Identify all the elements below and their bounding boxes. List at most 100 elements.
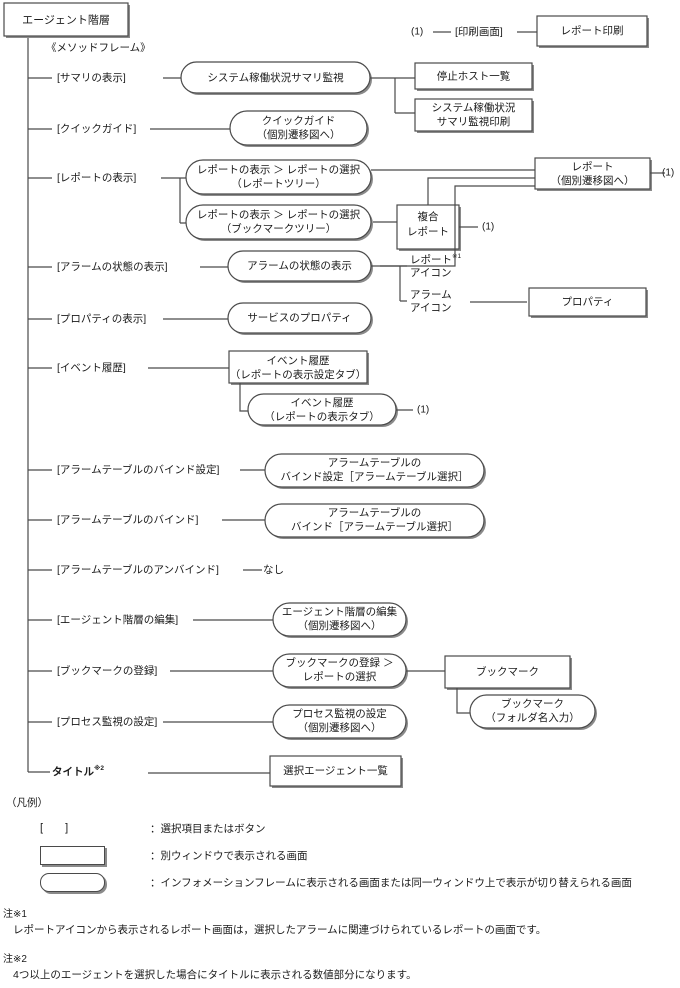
note-heading-2: 注※2 [3,954,27,965]
node-stopped-host-list[interactable]: 停止ホスト一覧 [414,62,534,91]
node-event-history-settings-tab[interactable]: イベント履歴 （レポートの表示設定タブ） [228,350,369,385]
legend-bracket-open: [ [40,822,66,834]
node-summary-monitor-print[interactable]: システム稼働状況 サマリ監視印刷 [414,98,534,133]
connector-event-history-down [239,383,248,412]
node-process-monitor-line2: （個別遷移図へ） [298,721,382,734]
menu-item-register-bookmark[interactable]: [ブックマークの登録] [57,664,157,677]
menu-item-process-monitor-setting[interactable]: [プロセス監視の設定] [57,715,157,728]
node-service-property-label: サービスのプロパティ [247,312,351,324]
node-bookmark-register-line2: レポートの選択 [303,670,377,683]
notes-section: 注※1 レポートアイコンから表示されるレポート画面は，選択したアラームに関連づけ… [0,905,680,988]
node-bind-setting-line1: アラームテーブルの [328,456,422,469]
menu-item-report-display[interactable]: [レポートの表示] [57,171,136,184]
node-bookmark-register-line1: ブックマークの登録 ＞ [286,656,394,669]
node-process-monitor-setting[interactable]: プロセス監視の設定 （個別遷移図へ） [272,704,408,740]
label-unbind-none: なし [263,564,284,576]
node-report-line1: レポート [572,161,614,173]
label-alarm-icon-line1[interactable]: アラーム [410,289,452,301]
node-service-property[interactable]: サービスのプロパティ [227,302,373,335]
node-edit-hierarchy-line2: （個別遷移図へ） [298,619,382,632]
node-event-history-line2: （レポートの表示設定タブ） [230,368,367,381]
node-bookmark-tree-line2: （ブックマークツリー） [221,222,337,235]
node-root[interactable]: エージェント階層 [3,2,130,38]
legend-symbol-round-wrap [0,872,150,892]
node-report-tree[interactable]: レポートの表示 ＞ レポートの選択 （レポートツリー） [185,159,373,196]
node-quick-guide-line1: クイックガイド [262,115,336,127]
node-bookmark-register[interactable]: ブックマークの登録 ＞ レポートの選択 [272,653,408,689]
menu-item-alarm-table-bind-setting[interactable]: [アラームテーブルのバインド設定] [57,463,219,476]
legend-text-rect: ：別ウィンドウで表示される画面 [150,849,308,862]
menu-item-alarm-state-display[interactable]: [アラームの状態の表示] [57,260,168,273]
node-report-tree-line1: レポートの表示 ＞ レポートの選択 [197,163,361,176]
node-summary-monitor-print-line2: サマリ監視印刷 [437,115,511,128]
node-quick-guide[interactable]: クイックガイド （個別遷移図へ） [229,110,369,147]
label-title-node[interactable]: タイトル※2 [52,763,104,778]
legend-heading: （凡例） [6,797,48,809]
menu-item-quick-guide[interactable]: [クイックガイド] [57,123,136,135]
node-alarm-table-bind-setting[interactable]: アラームテーブルの バインド設定［アラームテーブル選択］ [264,453,486,489]
menu-item-property-display[interactable]: [プロパティの表示] [57,312,146,325]
node-bookmark-folder-line1: ブックマーク [501,697,564,710]
connector-report-icon-to-report [380,185,535,267]
legend-row-rect: ：別ウィンドウで表示される画面 [0,845,680,865]
menu-item-summary-display[interactable]: [サマリの表示] [57,71,126,84]
node-property[interactable]: プロパティ [528,287,648,318]
node-quick-guide-line2: （個別遷移図へ） [257,128,341,141]
legend-section: （凡例） [] ：選択項目またはボタン ：別ウィンドウで表示される画面 ：インフ… [0,795,680,900]
node-bookmark-tree-line1: レポートの表示 ＞ レポートの選択 [197,208,361,221]
legend-row-bracket: [] ：選択項目またはボタン [0,819,680,837]
menu-item-edit-agent-hierarchy[interactable]: [エージェント階層の編集] [57,613,178,626]
label-print-screen[interactable]: [印刷画面] [455,25,503,38]
legend-text-round: ：インフォメーションフレームに表示される画面または同一ウィンドウ上で表示が切り替… [150,876,632,889]
note-body-2: 4つ以上のエージェントを選択した場合にタイトルに表示される数値部分になります。 [13,969,417,981]
node-stopped-host-list-label: 停止ホスト一覧 [437,69,511,82]
method-frame-label: 《メソッドフレーム》 [46,42,151,54]
node-bookmark-folder-line2: （フォルダ名入力） [485,711,580,724]
label-alarm-icon-line2: アイコン [410,302,451,314]
menu-item-event-history[interactable]: [イベント履歴] [57,362,126,374]
node-edit-hierarchy-line1: エージェント階層の編集 [282,605,398,618]
ref-report: (1) [662,168,674,179]
node-selected-agent-list[interactable]: 選択エージェント一覧 [269,755,403,788]
note-body-1: レポートアイコンから表示されるレポート画面は，選択したアラームに関連づけられてい… [13,924,547,936]
node-compound-report-line2: レポート [407,226,449,238]
node-alarm-table-bind[interactable]: アラームテーブルの バインド［アラームテーブル選択］ [264,503,486,539]
node-selected-agent-list-label: 選択エージェント一覧 [283,764,388,777]
label-report-icon-line2: アイコン [410,267,451,279]
note-heading-1: 注※1 [3,909,27,920]
node-event-history-line1: イベント履歴 [267,355,330,367]
label-report-icon-line1[interactable]: レポート※1 [410,253,461,266]
menu-item-alarm-table-unbind[interactable]: [アラームテーブルのアンバインド] [57,563,219,576]
ref-event-history: (1) [417,405,429,416]
node-event-history-tab-line2: （レポートの表示タブ） [264,410,380,423]
node-bookmark[interactable]: ブックマーク [444,655,572,690]
connector-report-split [161,177,186,224]
node-bookmark-label: ブックマーク [476,665,539,678]
node-compound-report[interactable]: 複合 レポート [396,204,461,251]
node-compound-report-line1: 複合 [418,210,439,223]
node-root-label: エージェント階層 [22,12,110,26]
node-alarm-state-label: アラームの状態の表示 [247,259,352,272]
node-report-tree-line2: （レポートツリー） [231,178,326,190]
node-summary-monitor[interactable]: システム稼働状況サマリ監視 [180,61,372,95]
node-report-line2: （個別遷移図へ） [551,174,635,187]
node-event-history-report-tab[interactable]: イベント履歴 （レポートの表示タブ） [247,393,398,427]
connector-alarm-icon-split [371,265,407,302]
node-report[interactable]: レポート （個別遷移図へ） [534,157,652,191]
menu-item-alarm-table-bind[interactable]: [アラームテーブルのバインド] [57,513,198,526]
node-bookmark-folder[interactable]: ブックマーク （フォルダ名入力） [469,694,597,730]
node-edit-agent-hierarchy[interactable]: エージェント階層の編集 （個別遷移図へ） [272,602,408,638]
node-report-print[interactable]: レポート印刷 [536,15,649,48]
legend-symbol-rect-wrap [0,845,150,865]
legend-rect-shape [40,845,105,865]
node-bookmark-tree[interactable]: レポートの表示 ＞ レポートの選択 （ブックマークツリー） [185,204,373,241]
node-property-label: プロパティ [562,296,614,308]
connector-bookmark-down [456,688,470,714]
ref-print-screen: (1) [411,27,423,38]
node-report-print-label: レポート印刷 [561,24,624,37]
legend-symbol-bracket: [] [0,822,150,834]
node-alarm-state[interactable]: アラームの状態の表示 [227,250,373,283]
node-process-monitor-line1: プロセス監視の設定 [292,707,387,720]
